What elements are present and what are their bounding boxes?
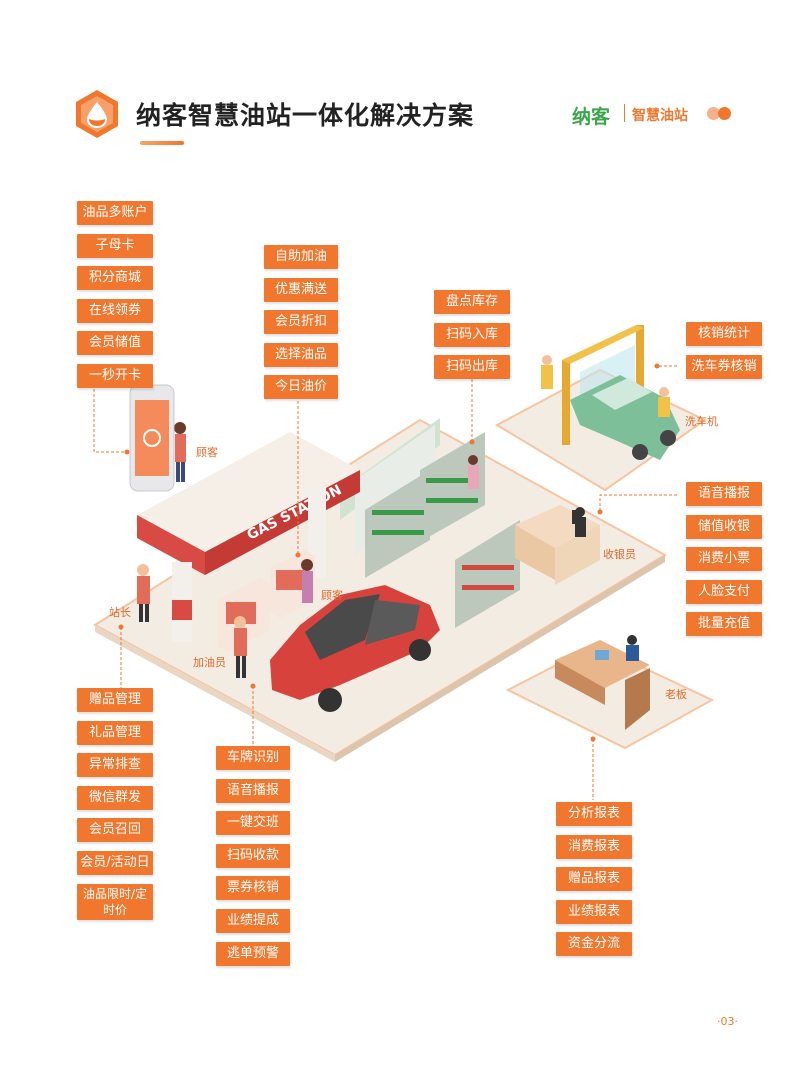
inventory-feature-tag: 扫码入库 bbox=[434, 322, 510, 347]
customer-app-feature-tag: 油品多账户 bbox=[77, 201, 153, 225]
boss-feature-tag: 分析报表 bbox=[556, 802, 632, 826]
manager-feature-tag: 礼品管理 bbox=[77, 720, 153, 745]
page-number: ·03· bbox=[717, 1015, 738, 1028]
attendant-feature-tag: 票券核销 bbox=[216, 876, 290, 901]
pump-feature-tag: 今日油价 bbox=[264, 375, 338, 400]
manager-label: 站长 bbox=[109, 606, 131, 619]
carwash-label: 洗车机 bbox=[685, 415, 718, 428]
attendant-feature-tag: 逃单预警 bbox=[216, 941, 290, 966]
attendant-feature-tag: 一键交班 bbox=[216, 811, 290, 836]
cashier-feature-tag: 储值收银 bbox=[686, 514, 762, 539]
manager-feature-tag: 会员/活动日 bbox=[77, 851, 153, 875]
customer-app-feature-tag: 积分商城 bbox=[77, 266, 153, 291]
attendant-feature-tag: 业绩提成 bbox=[216, 909, 290, 933]
manager-feature-tag: 异常排查 bbox=[77, 753, 153, 778]
pump-feature-tag: 自助加油 bbox=[264, 245, 338, 269]
page-title: 纳客智慧油站一体化解决方案 bbox=[136, 101, 475, 130]
pump-feature-tag: 优惠满送 bbox=[264, 277, 338, 302]
carwash-feature-tag: 洗车券核销 bbox=[686, 354, 762, 379]
manager-feature-tag: 会员召回 bbox=[77, 818, 153, 843]
boss-feature-tag: 资金分流 bbox=[556, 932, 632, 957]
pump-feature-tag: 选择油品 bbox=[264, 342, 338, 367]
boss-feature-tag: 消费报表 bbox=[556, 834, 632, 859]
brand-name: 纳客 bbox=[572, 106, 611, 128]
brand-divider bbox=[624, 104, 625, 122]
inventory-feature-tag: 盘点库存 bbox=[434, 290, 510, 314]
cashier-label: 收银员 bbox=[603, 548, 636, 561]
cashier-feature-tag: 人脸支付 bbox=[686, 579, 762, 604]
customer-label: 顾客 bbox=[196, 446, 218, 459]
customer-app-feature-tag: 一秒开卡 bbox=[77, 364, 153, 388]
customer-app-feature-tag: 在线领券 bbox=[77, 298, 153, 323]
title-underline bbox=[140, 141, 184, 145]
customer-app-feature-tag: 子母卡 bbox=[77, 233, 153, 258]
decor-dot bbox=[718, 107, 731, 120]
attendant-feature-tag: 语音播报 bbox=[216, 778, 290, 803]
inventory-feature-tag: 扫码出库 bbox=[434, 355, 510, 380]
manager-feature-tag: 微信群发 bbox=[77, 785, 153, 810]
cashier-feature-tag: 语音播报 bbox=[686, 482, 762, 506]
attendant-label: 加油员 bbox=[193, 656, 226, 669]
boss-feature-tag: 业绩报表 bbox=[556, 899, 632, 924]
boss-feature-tag: 赠品报表 bbox=[556, 867, 632, 892]
pump-feature-tag: 会员折扣 bbox=[264, 310, 338, 335]
decor-dot bbox=[707, 107, 720, 120]
attendant-feature-tag: 扫码收款 bbox=[216, 843, 290, 868]
brand-subtitle: 智慧油站 bbox=[632, 108, 688, 124]
carwash-feature-tag: 核销统计 bbox=[686, 322, 762, 346]
logo-icon bbox=[73, 88, 121, 140]
cashier-feature-tag: 批量充值 bbox=[686, 612, 762, 637]
cashier-feature-tag: 消费小票 bbox=[686, 547, 762, 572]
manager-feature-tag: 油品限时/定时价 bbox=[77, 883, 153, 920]
customer-app-feature-tag: 会员储值 bbox=[77, 331, 153, 356]
manager-feature-tag: 赠品管理 bbox=[77, 688, 153, 712]
boss-label: 老板 bbox=[665, 688, 687, 701]
customer-label: 顾客 bbox=[321, 589, 343, 602]
attendant-feature-tag: 车牌识别 bbox=[216, 746, 290, 770]
